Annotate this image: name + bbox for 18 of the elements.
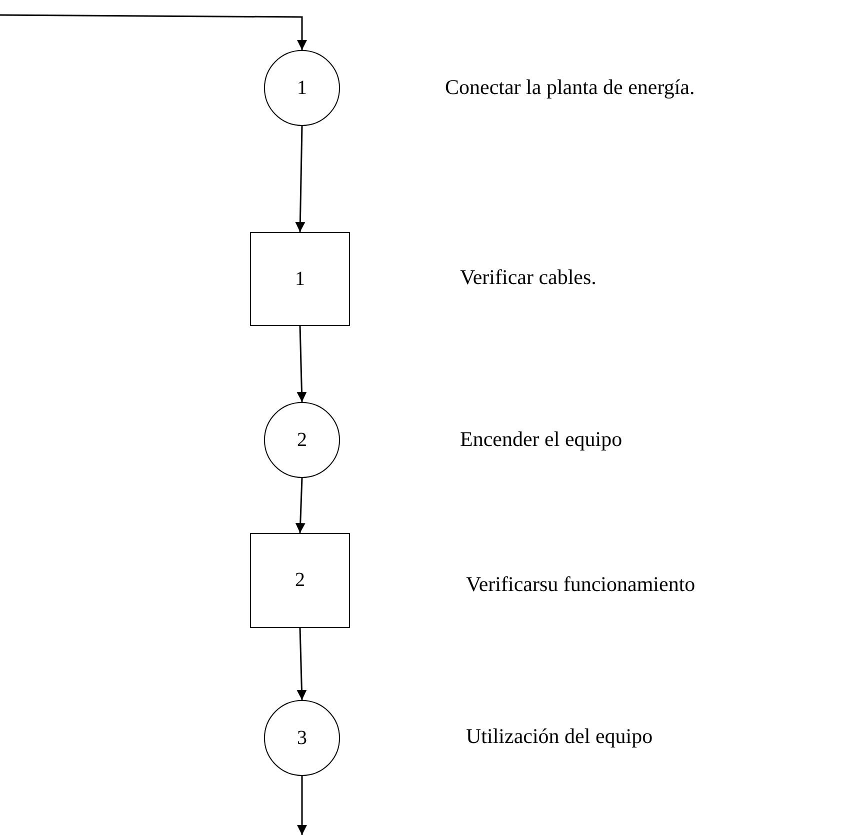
step-description: Verificar cables. [460, 265, 596, 290]
arrow [295, 478, 306, 534]
step-description: Encender el equipo [460, 427, 622, 452]
step-description: Verificarsu funcionamiento [466, 572, 696, 598]
arrow [295, 126, 306, 232]
step-number: 3 [297, 726, 307, 750]
arrow [296, 628, 307, 700]
step-number: 1 [295, 268, 305, 290]
inspection-box [250, 533, 350, 628]
step-description: Utilización del equipo [466, 724, 653, 750]
arrow [296, 326, 307, 402]
arrow [297, 776, 307, 835]
step-number: 2 [297, 428, 307, 452]
inspection-box [250, 232, 350, 326]
step-description: Conectar la planta de energía. [445, 75, 695, 100]
step-number: 2 [295, 569, 305, 592]
arrow [0, 14, 307, 50]
step-number: 1 [297, 76, 307, 100]
